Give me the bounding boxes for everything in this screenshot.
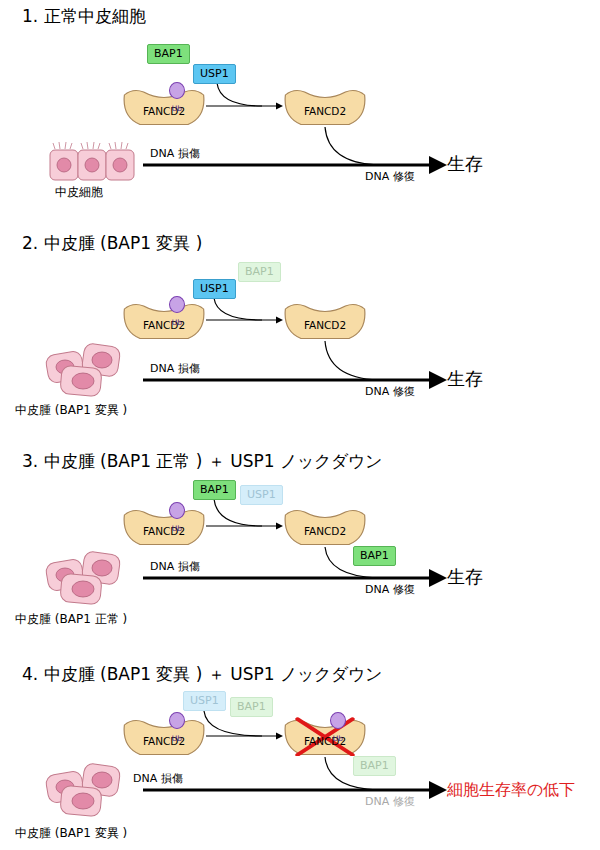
protein-shape: FANCD2 [283,300,367,340]
panel-heading: 3. 中皮腫 (BAP1 正常 ) ＋ USP1 ノックダウン [22,451,382,471]
tumor-cells [45,763,121,817]
ubiquitin-tag: Ub [169,296,185,313]
node-text: Ub [170,713,184,745]
protein-box: BAP1 [353,756,396,776]
panel-heading: 1. 正常中皮細胞 [22,6,146,26]
reaction-arrow [206,317,283,324]
protein-shape: FANCD2Ub [122,716,206,756]
protein-box: BAP1 [230,697,273,717]
node-text: BAP1 [200,483,229,497]
step-label: DNA 修復 [365,170,415,183]
node-text: Ub [170,503,184,535]
node-text: FANCD2 [283,506,367,538]
node-text: BAP1 [360,759,389,773]
protein-shape: FANCD2 [283,506,367,546]
outcome-label: 生存 [447,153,483,175]
protein-box: USP1 [183,691,226,711]
step-label: DNA 修復 [365,385,415,398]
node-text: FANCD2 [122,716,206,748]
step-label: DNA 修復 [365,795,415,808]
tumor-cells [45,551,121,605]
cell-label: 中皮腫 (BAP1 変異 ) [15,403,127,417]
protein-shape: FANCD2 [283,86,367,126]
protein-shape: FANCD2Ub [122,86,206,126]
protein-box: BAP1 [238,262,281,282]
protein-box: BAP1 [353,546,396,566]
node-text: USP1 [200,282,229,296]
ubiquitin-tag: Ub [169,712,185,729]
panel-heading: 4. 中皮腫 (BAP1 変異 ) ＋ USP1 ノックダウン [22,664,382,684]
cell-label: 中皮腫 (BAP1 変異 ) [15,826,127,840]
node-text: FANCD2 [283,86,367,118]
node-text: BAP1 [360,549,389,563]
protein-box: BAP1 [147,44,190,64]
protein-box: USP1 [193,64,236,84]
node-text: Ub [170,297,184,329]
outcome-label: 生存 [447,368,483,390]
outcome-label: 生存 [447,566,483,588]
node-text: USP1 [190,694,219,708]
panel-heading: 2. 中皮腫 (BAP1 変異 ) [22,233,202,253]
ubiquitin-tag: Ub [169,82,185,99]
node-text: BAP1 [237,700,266,714]
step-label: DNA 修復 [365,583,415,596]
node-text: Ub [331,713,345,745]
tumor-cells [45,343,121,397]
protein-box: USP1 [193,279,236,299]
step-label: DNA 損傷 [133,772,183,785]
node-text: FANCD2 [122,300,206,332]
protein-shape: FANCD2Ub [122,506,206,546]
step-label: DNA 損傷 [150,147,200,160]
node-text: USP1 [247,488,276,502]
node-text: BAP1 [245,265,274,279]
node-text: FANCD2 [122,86,206,118]
node-text: BAP1 [154,47,183,61]
node-text: FANCD2 [122,506,206,538]
reaction-arrow [206,523,283,530]
reaction-arrow [206,103,283,110]
cell-label: 中皮腫 (BAP1 正常 ) [15,612,127,626]
node-text: FANCD2 [283,300,367,332]
cell-label: 中皮細胞 [55,185,103,199]
node-text: Ub [170,83,184,115]
protein-shape: FANCD2Ub [122,300,206,340]
ubiquitin-tag: Ub [330,712,346,729]
outcome-label: 細胞生存率の低下 [447,780,575,799]
step-label: DNA 損傷 [150,362,200,375]
step-label: DNA 損傷 [150,560,200,573]
protein-shape: FANCD2Ub [283,716,367,756]
pathway-arrow [143,165,432,790]
ubiquitin-tag: Ub [169,502,185,519]
node-text: USP1 [200,67,229,81]
node-text: FANCD2 [283,716,367,748]
protein-box: BAP1 [193,480,236,500]
mesothelial-cells [50,142,134,180]
protein-box: USP1 [240,485,283,505]
reaction-arrow [206,733,283,740]
